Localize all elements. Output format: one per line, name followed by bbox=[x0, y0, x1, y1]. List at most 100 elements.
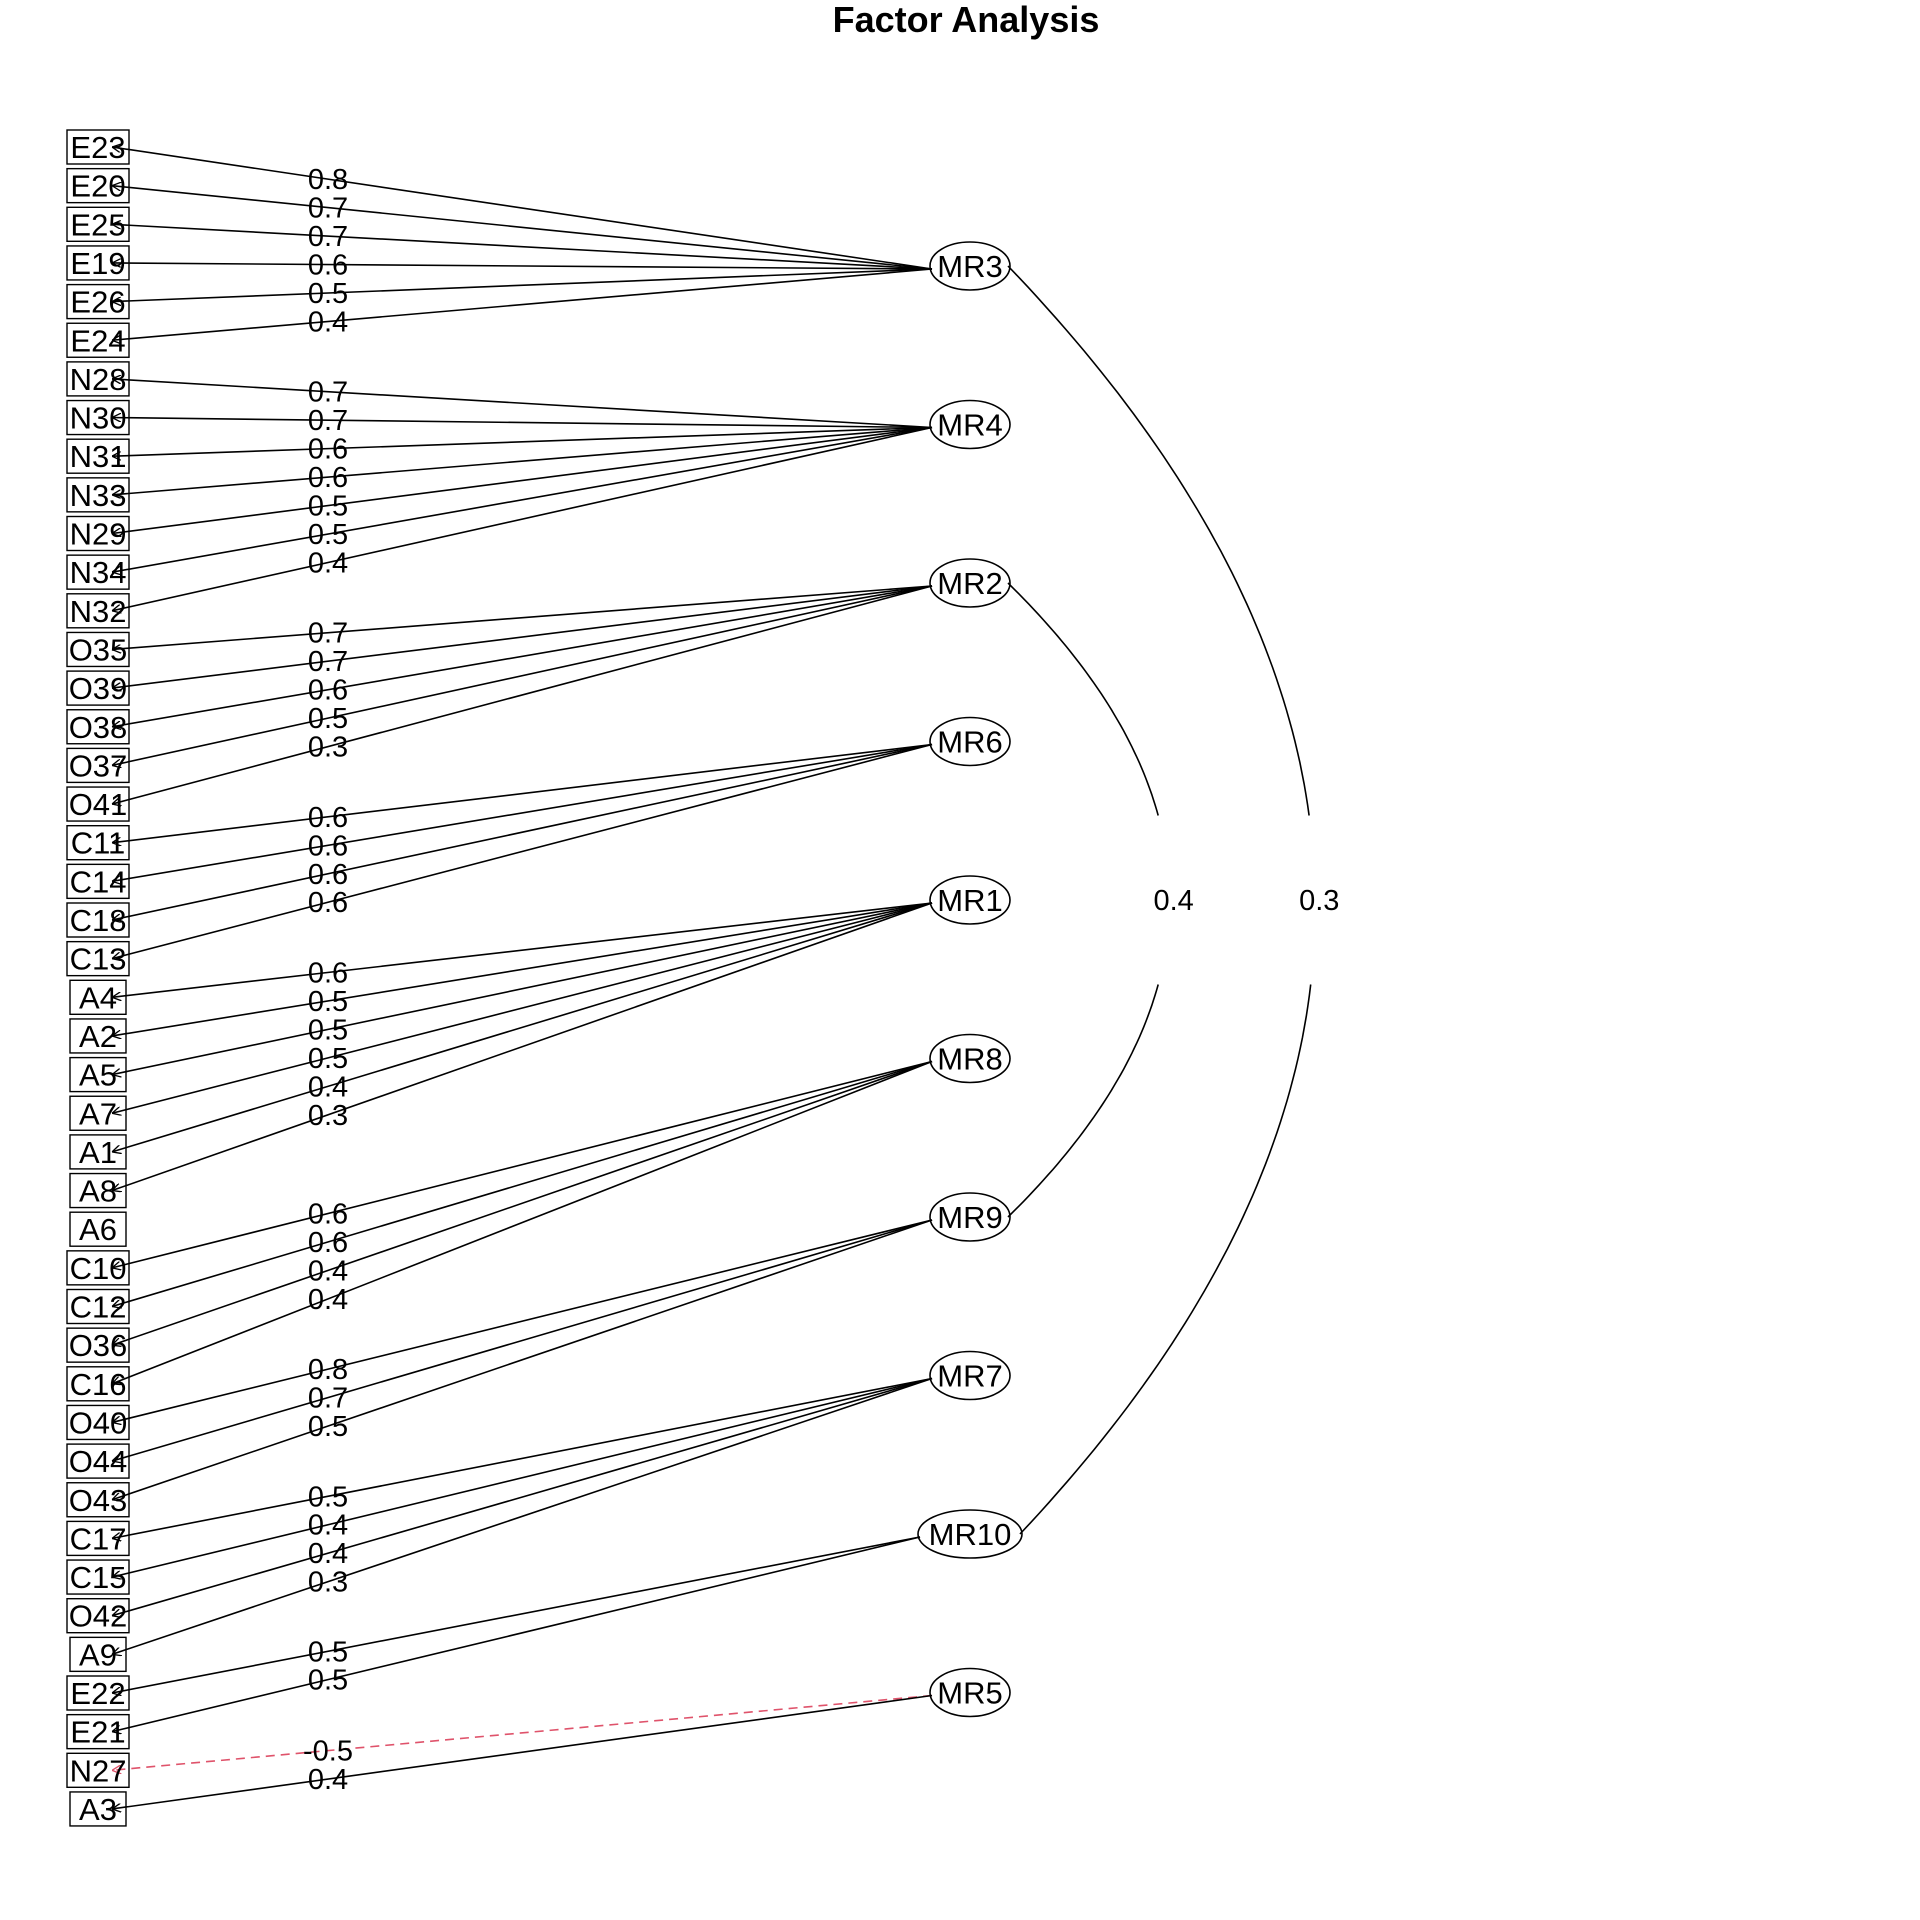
loading-label-o36: 0.4 bbox=[308, 1255, 348, 1287]
variable-label: E19 bbox=[70, 246, 125, 281]
variable-node-o44: O44 bbox=[66, 1443, 130, 1479]
loading-label-c14: 0.6 bbox=[308, 830, 348, 862]
variable-box bbox=[66, 1675, 130, 1711]
variable-label: O36 bbox=[69, 1328, 128, 1363]
loading-edge-mr2-o38 bbox=[112, 585, 933, 727]
variable-node-c10: C10 bbox=[66, 1250, 130, 1286]
variable-label: E26 bbox=[70, 285, 125, 320]
factor-label: MR2 bbox=[937, 566, 1002, 601]
variable-box bbox=[66, 670, 130, 706]
loading-edge-mr8-o36 bbox=[112, 1060, 933, 1346]
variable-node-a7: A7 bbox=[69, 1095, 127, 1131]
observed-variables: E23E20E25E19E26E24N28N30N31N33N29N34N32O… bbox=[66, 129, 130, 1827]
variable-label: N33 bbox=[70, 478, 127, 513]
loading-edge-mr5-n27 bbox=[112, 1694, 933, 1771]
variable-label: E20 bbox=[70, 169, 125, 204]
variable-box bbox=[69, 979, 127, 1015]
factor-label: MR5 bbox=[937, 1676, 1002, 1711]
factor-ellipse bbox=[929, 1667, 1011, 1718]
loading-edge-mr6-c14 bbox=[112, 743, 933, 882]
variable-label: N31 bbox=[70, 439, 127, 474]
variable-node-o42: O42 bbox=[66, 1597, 130, 1634]
loading-edge-mr6-c11 bbox=[112, 743, 933, 843]
loading-label-n29: 0.5 bbox=[308, 491, 348, 523]
variable-box bbox=[66, 1559, 130, 1595]
variable-box bbox=[69, 1095, 127, 1131]
factor-ellipse bbox=[929, 1192, 1011, 1242]
loading-edge-mr6-c13 bbox=[112, 743, 933, 959]
factor-ellipse bbox=[929, 1033, 1011, 1084]
loading-label-o37: 0.5 bbox=[308, 703, 348, 735]
loading-edge-mr2-o37 bbox=[112, 585, 933, 765]
loading-label-c18: 0.6 bbox=[308, 859, 348, 891]
factor-label: MR8 bbox=[937, 1042, 1002, 1077]
variable-node-c12: C12 bbox=[66, 1288, 130, 1325]
loading-label-o42: 0.4 bbox=[308, 1538, 348, 1570]
correlation-arc-mr3-mr10-upper bbox=[1007, 265, 1310, 816]
loading-labels: 0.80.70.70.60.50.40.70.70.60.60.50.50.40… bbox=[303, 164, 353, 1796]
loading-label-o44: 0.7 bbox=[308, 1383, 348, 1415]
loading-label-c15: 0.4 bbox=[308, 1510, 348, 1542]
variable-node-n29: N29 bbox=[66, 515, 130, 552]
loading-edge-mr1-a8 bbox=[112, 902, 933, 1191]
variable-box bbox=[66, 438, 130, 474]
loading-edge-mr8-c12 bbox=[112, 1060, 933, 1307]
correlation-label-mr2-mr9: 0.4 bbox=[1153, 885, 1193, 917]
variable-label: O38 bbox=[69, 710, 128, 745]
variable-node-o40: O40 bbox=[66, 1404, 130, 1440]
variable-node-n33: N33 bbox=[66, 477, 130, 513]
loading-edge-mr4-n33 bbox=[112, 426, 933, 495]
factor-node-mr8: MR8 bbox=[929, 1033, 1011, 1084]
factor-node-mr4: MR4 bbox=[929, 399, 1011, 450]
loading-edge-mr3-e23 bbox=[112, 147, 933, 270]
variable-node-n30: N30 bbox=[66, 399, 130, 436]
variable-node-a6: A6 bbox=[69, 1211, 127, 1247]
variable-label: N30 bbox=[70, 401, 127, 436]
variable-node-c18: C18 bbox=[66, 902, 130, 938]
loading-label-e24: 0.4 bbox=[308, 306, 348, 338]
loading-label-n34: 0.5 bbox=[308, 519, 348, 551]
factor-label: MR7 bbox=[937, 1359, 1002, 1394]
variable-node-c16: C16 bbox=[66, 1366, 130, 1402]
variable-node-e19: E19 bbox=[66, 245, 130, 281]
variable-box bbox=[69, 1018, 127, 1054]
variable-box bbox=[66, 206, 130, 243]
variable-box bbox=[66, 631, 130, 668]
variable-box bbox=[66, 361, 130, 397]
loading-edge-mr3-e19 bbox=[112, 263, 933, 270]
loading-label-a7: 0.5 bbox=[308, 1043, 348, 1075]
loading-edge-mr7-a9 bbox=[112, 1377, 933, 1655]
loading-edge-mr7-o42 bbox=[112, 1377, 933, 1616]
loading-edge-mr1-a1 bbox=[112, 902, 933, 1152]
variable-label: A2 bbox=[79, 1019, 117, 1054]
factor-label: MR1 bbox=[937, 883, 1002, 918]
loading-label-a5: 0.5 bbox=[308, 1014, 348, 1046]
variable-box bbox=[69, 1056, 127, 1093]
loading-label-n27: -0.5 bbox=[303, 1736, 353, 1768]
variable-node-o38: O38 bbox=[66, 709, 130, 745]
variable-label: A7 bbox=[79, 1096, 117, 1131]
loading-edges bbox=[112, 147, 933, 1809]
loading-label-o38: 0.6 bbox=[308, 675, 348, 707]
correlation-label-mr3-mr10: 0.3 bbox=[1299, 885, 1339, 917]
correlation-arc-mr3-mr10-lower bbox=[1019, 984, 1312, 1535]
loading-label-e19: 0.6 bbox=[308, 250, 348, 282]
variable-box bbox=[66, 940, 130, 977]
variable-box bbox=[66, 863, 130, 900]
factor-node-mr1: MR1 bbox=[929, 875, 1011, 925]
loading-edge-mr1-a2 bbox=[112, 902, 933, 1036]
loading-edge-mr4-n34 bbox=[112, 426, 933, 573]
variable-node-n32: N32 bbox=[66, 593, 130, 629]
loading-edge-mr8-c10 bbox=[112, 1060, 933, 1268]
variable-node-e22: E22 bbox=[66, 1675, 130, 1711]
variable-label: O42 bbox=[69, 1599, 128, 1634]
variable-node-e24: E24 bbox=[66, 322, 130, 358]
variable-label: C16 bbox=[70, 1367, 127, 1402]
variable-label: O43 bbox=[69, 1483, 128, 1518]
variable-node-a5: A5 bbox=[69, 1056, 127, 1093]
loading-edge-mr4-n30 bbox=[112, 418, 933, 429]
loading-edge-mr3-e25 bbox=[112, 224, 933, 270]
variable-label: N27 bbox=[70, 1753, 127, 1788]
variable-label: O44 bbox=[69, 1444, 128, 1479]
loading-edge-mr1-a7 bbox=[112, 902, 933, 1113]
